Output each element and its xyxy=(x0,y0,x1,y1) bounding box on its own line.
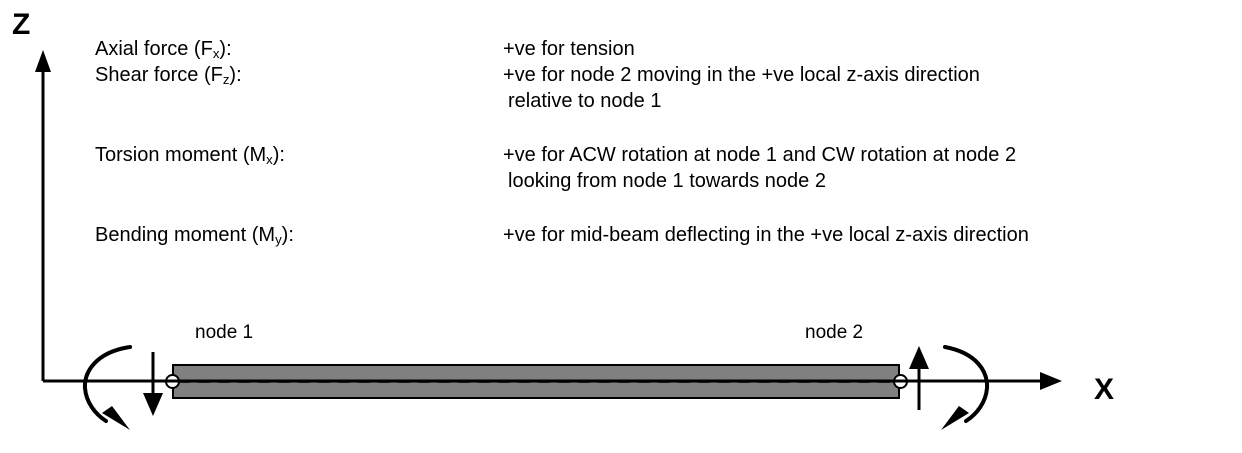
legend-term-bending-moment: Bending moment (My): xyxy=(95,222,294,250)
legend-row-shear-force: Shear force (Fz): +ve for node 2 moving … xyxy=(95,62,1235,88)
legend-row-bending-moment: Bending moment (My): +ve for mid-beam de… xyxy=(95,222,1235,248)
legend-term-tail: ): xyxy=(281,224,294,246)
legend-term-tail: ): xyxy=(229,64,242,86)
x-axis-arrow xyxy=(43,372,1062,390)
legend-term-tail: ): xyxy=(219,38,232,60)
legend-row-axial-force: Axial force (Fx): +ve for tension xyxy=(95,36,1235,62)
legend-row-torsion-moment: Torsion moment (Mx): +ve for ACW rotatio… xyxy=(95,142,1235,168)
z-axis-label: Z xyxy=(12,8,31,41)
node-1-acw-moment-arrow xyxy=(82,345,132,430)
legend-desc-torsion-moment: +ve for ACW rotation at node 1 and CW ro… xyxy=(503,144,1017,166)
legend-term-torsion-moment: Torsion moment (Mx): xyxy=(95,142,285,170)
node-2-label: node 2 xyxy=(805,322,864,343)
legend-term-subscript: z xyxy=(222,72,230,88)
legend-desc-shear-force-continued: relative to node 1 xyxy=(508,90,662,112)
legend-desc-shear-force: +ve for node 2 moving in the +ve local z… xyxy=(503,64,980,86)
legend-term-text: Shear force (F xyxy=(95,64,223,86)
legend-term-text: Torsion moment (M xyxy=(95,144,267,166)
legend-row-shear-force-continued: relative to node 1 xyxy=(95,88,1235,114)
legend-term-text: Bending moment (M xyxy=(95,224,276,246)
legend-term-subscript: y xyxy=(275,232,282,248)
sign-convention-legend: Axial force (Fx): +ve for tension Shear … xyxy=(95,36,1235,248)
legend-desc-axial-force: +ve for tension xyxy=(503,38,635,60)
legend-row-torsion-moment-continued: looking from node 1 towards node 2 xyxy=(95,168,1235,194)
legend-term-tail: ): xyxy=(272,144,285,166)
z-axis-arrow xyxy=(35,50,51,381)
legend-term-text: Axial force (F xyxy=(95,38,213,60)
legend-term-subscript: x xyxy=(212,46,220,62)
legend-term-axial-force: Axial force (Fx): xyxy=(95,36,232,64)
node-2-shear-force-arrow xyxy=(909,346,929,410)
x-axis-label: X xyxy=(1094,373,1115,406)
legend-desc-torsion-moment-continued: looking from node 1 towards node 2 xyxy=(508,170,826,192)
legend-term-subscript: x xyxy=(266,152,273,168)
node-2-cw-moment-arrow xyxy=(941,345,990,430)
node-1-shear-force-arrow xyxy=(143,352,163,416)
node-1-label: node 1 xyxy=(195,322,254,343)
legend-desc-bending-moment: +ve for mid-beam deflecting in the +ve l… xyxy=(503,224,1029,246)
legend-term-shear-force: Shear force (Fz): xyxy=(95,62,242,90)
